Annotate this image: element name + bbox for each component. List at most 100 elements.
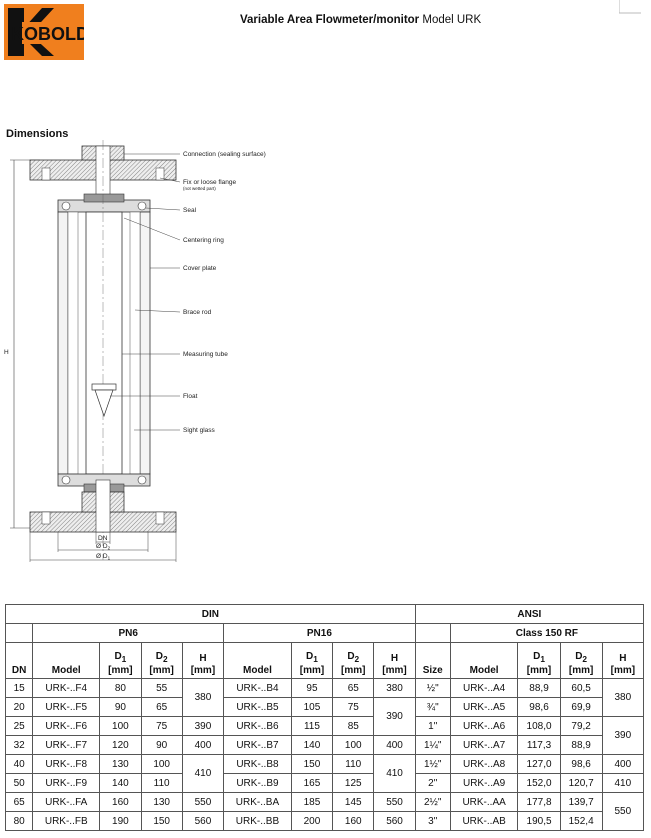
table-cell: 3" bbox=[414, 811, 451, 831]
table-cell: 560 bbox=[181, 811, 225, 831]
model-cell: URK-..F5 bbox=[32, 697, 101, 717]
table-cell: 32 bbox=[4, 735, 34, 755]
table-cell: ¾" bbox=[414, 697, 451, 717]
group-din: DIN bbox=[5, 604, 416, 624]
table-cell: 410 bbox=[373, 754, 416, 793]
label-seal: Seal bbox=[183, 207, 197, 214]
table-cell: 127,0 bbox=[517, 754, 561, 774]
table-cell: 177,8 bbox=[517, 792, 561, 812]
table-cell: 140 bbox=[290, 735, 334, 755]
svg-text:Ø D2: Ø D2 bbox=[96, 543, 111, 551]
table-cell: 2" bbox=[414, 773, 451, 793]
col-dn: DN bbox=[4, 642, 34, 679]
label-connection: Connection (sealing surface) bbox=[183, 151, 266, 158]
col-size: Size bbox=[414, 642, 451, 679]
table-cell: 90 bbox=[99, 697, 142, 717]
table-cell: 1" bbox=[414, 716, 451, 736]
table-cell: 50 bbox=[4, 773, 34, 793]
table-cell: 120,7 bbox=[559, 773, 603, 793]
table-cell: 390 bbox=[601, 716, 645, 755]
d2-label: Ø D bbox=[96, 543, 108, 550]
label-centering-ring: Centering ring bbox=[183, 237, 224, 244]
table-cell: 130 bbox=[99, 754, 142, 774]
col-h: H[mm] bbox=[373, 642, 416, 679]
label-brace-rod: Brace rod bbox=[183, 309, 212, 316]
table-cell: 190 bbox=[99, 811, 142, 831]
table-cell: 100 bbox=[332, 735, 375, 755]
table-cell: 60,5 bbox=[559, 678, 603, 698]
table-cell: 160 bbox=[332, 811, 375, 831]
table-cell: 150 bbox=[290, 754, 334, 774]
table-cell: 85 bbox=[332, 716, 375, 736]
table-cell: 185 bbox=[290, 792, 334, 812]
section-title: Dimensions bbox=[6, 128, 69, 140]
table-cell: 115 bbox=[290, 716, 334, 736]
label-measuring-tube: Measuring tube bbox=[183, 351, 228, 358]
table-cell: 65 bbox=[4, 792, 34, 812]
table-cell: 80 bbox=[4, 811, 34, 831]
col-d1: D1[mm] bbox=[99, 642, 142, 679]
table-cell: 75 bbox=[332, 697, 375, 717]
logo-text: KOBOLD bbox=[11, 24, 84, 44]
table-cell: 200 bbox=[290, 811, 334, 831]
table-cell: 140 bbox=[99, 773, 142, 793]
title-bold: Variable Area Flowmeter/monitor bbox=[240, 14, 420, 26]
model-cell: URK-..AA bbox=[449, 792, 519, 812]
d1-label-sub: 1 bbox=[108, 556, 111, 561]
table-cell: 410 bbox=[181, 754, 225, 793]
table-cell: 55 bbox=[140, 678, 183, 698]
model-cell: URK-..A7 bbox=[449, 735, 519, 755]
table-cell: 550 bbox=[601, 792, 645, 831]
table-cell: 125 bbox=[332, 773, 375, 793]
table-cell: 110 bbox=[332, 754, 375, 774]
table-cell: 160 bbox=[99, 792, 142, 812]
table-cell: 1½" bbox=[414, 754, 451, 774]
table-cell: 69,9 bbox=[559, 697, 603, 717]
table-cell: 88,9 bbox=[517, 678, 561, 698]
col-d1: D1[mm] bbox=[517, 642, 561, 679]
model-cell: URK-..A8 bbox=[449, 754, 519, 774]
table-cell: 380 bbox=[373, 678, 416, 698]
model-cell: URK-..FB bbox=[32, 811, 101, 831]
model-cell: URK-..B5 bbox=[223, 697, 292, 717]
col-h: H[mm] bbox=[601, 642, 645, 679]
table-cell: 75 bbox=[140, 716, 183, 736]
label-cover-plate: Cover plate bbox=[183, 265, 217, 272]
table-cell: 100 bbox=[99, 716, 142, 736]
label-float: Float bbox=[183, 393, 198, 400]
table-cell: 1¼" bbox=[414, 735, 451, 755]
col-d2: D2[mm] bbox=[559, 642, 603, 679]
table-cell: 80 bbox=[99, 678, 142, 698]
table-cell: 560 bbox=[373, 811, 416, 831]
table-cell: 400 bbox=[601, 754, 645, 774]
table-cell: 100 bbox=[140, 754, 183, 774]
table-cell: 79,2 bbox=[559, 716, 603, 736]
table-cell: 2½" bbox=[414, 792, 451, 812]
model-cell: URK-..B4 bbox=[223, 678, 292, 698]
d1-label: Ø D bbox=[96, 553, 108, 560]
col-model: Model bbox=[449, 642, 519, 679]
column-header-row: DN Model D1[mm] D2[mm] H[mm] Model D1[mm… bbox=[4, 642, 645, 679]
label-sight-glass: Sight glass bbox=[183, 427, 216, 434]
table-cell: 95 bbox=[290, 678, 334, 698]
svg-text:Ø D1: Ø D1 bbox=[96, 553, 111, 561]
label-flange-note: (not wetted part) bbox=[183, 186, 216, 191]
kobold-logo: KOBOLD bbox=[4, 4, 89, 60]
table-cell: 130 bbox=[140, 792, 183, 812]
table-cell: 117,3 bbox=[517, 735, 561, 755]
table-cell: 98,6 bbox=[559, 754, 603, 774]
dimension-drawing: H DN bbox=[0, 140, 651, 570]
table-cell: 390 bbox=[181, 716, 225, 736]
table-cell: 190,5 bbox=[517, 811, 561, 831]
model-cell: URK-..BB bbox=[223, 811, 292, 831]
model-cell: URK-..F9 bbox=[32, 773, 101, 793]
label-flange: Fix or loose flange bbox=[183, 179, 236, 186]
model-cell: URK-..B8 bbox=[223, 754, 292, 774]
table-cell: 152,4 bbox=[559, 811, 603, 831]
table-cell: 110 bbox=[140, 773, 183, 793]
group-pn16: PN16 bbox=[223, 623, 416, 643]
group-pn6: PN6 bbox=[32, 623, 225, 643]
title-model: Model URK bbox=[422, 14, 482, 26]
